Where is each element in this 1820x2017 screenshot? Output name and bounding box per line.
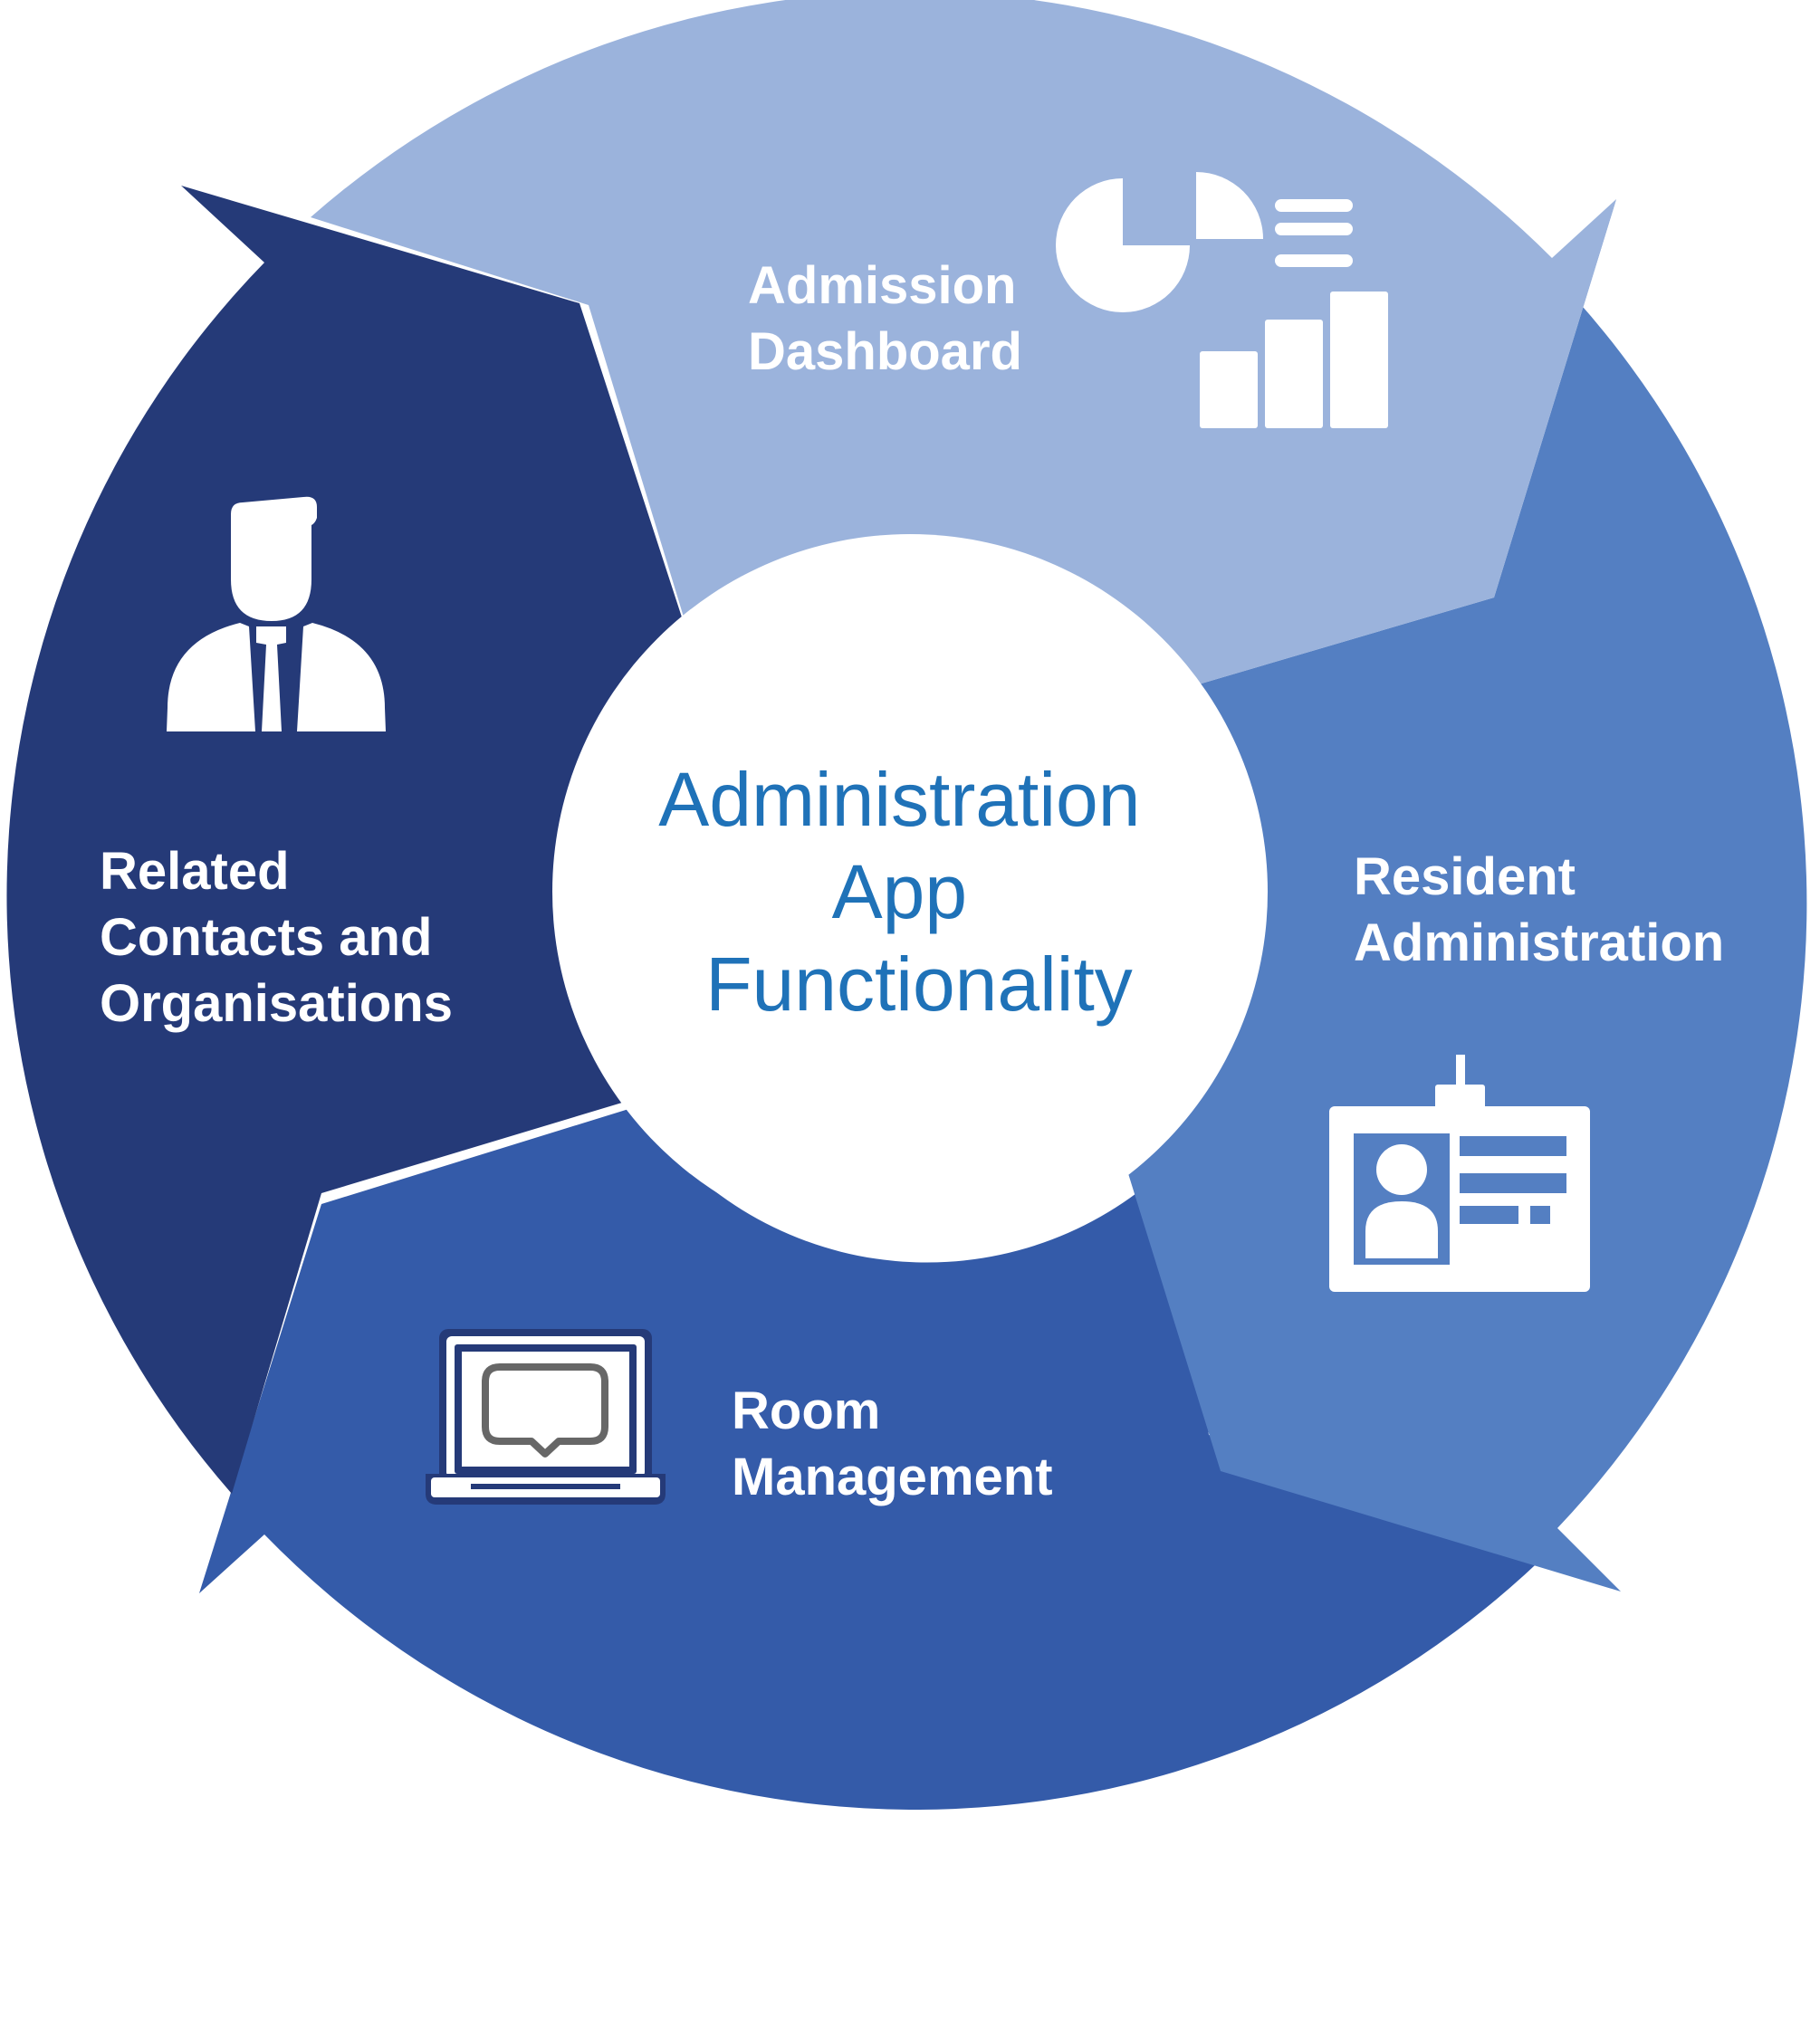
businessman-icon <box>167 496 386 731</box>
label-resident-administration-line-2: Administration <box>1354 913 1724 972</box>
dashboard-chart-icon <box>1056 172 1388 428</box>
label-related-contacts-line-1: Related <box>100 842 290 901</box>
laptop-chat-icon <box>426 1329 666 1505</box>
center-title-line-3: Functionality <box>705 942 1133 1027</box>
segment-resident-administration <box>1094 199 1807 1592</box>
label-room-management-line-1: Room <box>732 1381 880 1440</box>
center-title: Administration App Functionality <box>658 757 1162 1027</box>
label-related-contacts: Related Contacts and Organisations <box>100 842 453 1033</box>
label-related-contacts-line-3: Organisations <box>100 974 453 1033</box>
label-room-management: Room Management <box>732 1381 1053 1506</box>
center-title-line-1: Administration <box>658 757 1140 842</box>
segment-room-management <box>199 1086 1557 1811</box>
segment-related-contacts <box>6 186 716 1494</box>
label-admission-dashboard-line-2: Dashboard <box>748 322 1022 381</box>
center-circle <box>552 534 1268 1249</box>
label-admission-dashboard-line-1: Admission <box>748 256 1017 315</box>
id-badge-icon <box>1329 1055 1590 1292</box>
label-related-contacts-line-2: Contacts and <box>100 908 432 967</box>
center-title-line-2: App <box>832 849 967 934</box>
label-resident-administration-line-1: Resident <box>1354 847 1576 906</box>
label-resident-administration: Resident Administration <box>1354 847 1724 972</box>
label-admission-dashboard: Admission Dashboard <box>748 256 1031 381</box>
segment-admission-dashboard <box>311 0 1616 715</box>
label-room-management-line-2: Management <box>732 1448 1053 1506</box>
